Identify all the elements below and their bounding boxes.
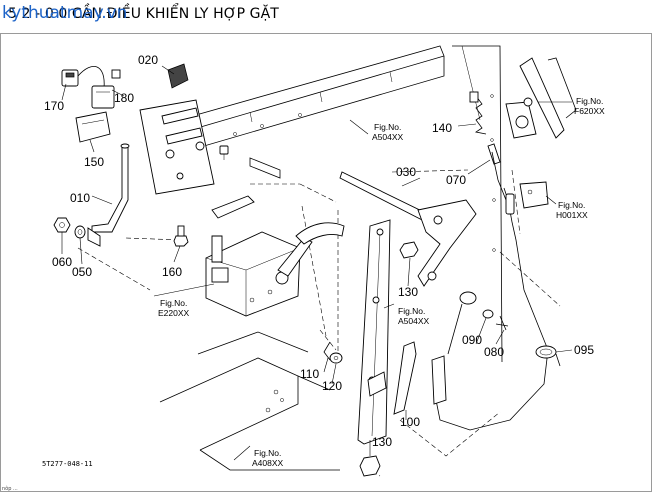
label-020: 020 bbox=[138, 53, 158, 67]
rod-010 bbox=[87, 143, 130, 247]
nut-130-upper bbox=[399, 241, 419, 259]
label-080: 080 bbox=[484, 345, 504, 359]
relay-180 bbox=[91, 69, 121, 109]
fig-ref-a408-title: Fig.No. bbox=[254, 448, 281, 458]
label-090: 090 bbox=[462, 333, 482, 347]
switch-bracket bbox=[205, 222, 345, 317]
fig-ref-a504-1-title: Fig.No. bbox=[374, 122, 401, 132]
watermark-logo: kythuatmay.vn bbox=[2, 3, 128, 23]
label-150: 150 bbox=[84, 155, 104, 169]
fig-refs: Fig.No. A504XX Fig.No. F620XX Fig.No. H0… bbox=[158, 96, 605, 468]
knob-020 bbox=[167, 63, 189, 89]
pin-110 bbox=[323, 341, 331, 361]
bracket-150 bbox=[75, 111, 111, 143]
fig-ref-h001-title: Fig.No. bbox=[558, 200, 585, 210]
shaft-030 bbox=[339, 171, 477, 287]
leader-lines bbox=[61, 65, 573, 461]
page-title: 5 2 - 0 0 CẦN ĐIỀU KHIỂN LY HỢP GẶT bbox=[8, 6, 279, 22]
fig-ref-a504-1-code: A504XX bbox=[372, 132, 404, 142]
washer-120 bbox=[329, 352, 343, 364]
drawing-code: 5T277-048-11 bbox=[42, 460, 93, 468]
label-130-upper: 130 bbox=[398, 285, 418, 299]
bolt-160 bbox=[173, 225, 189, 247]
washer-060 bbox=[53, 217, 71, 233]
label-060: 060 bbox=[52, 255, 72, 269]
label-160: 160 bbox=[162, 265, 182, 279]
label-010: 010 bbox=[70, 191, 90, 205]
fig-ref-e220-title: Fig.No. bbox=[160, 298, 187, 308]
label-050: 050 bbox=[72, 265, 92, 279]
label-180: 180 bbox=[114, 91, 134, 105]
fig-ref-h001-code: H001XX bbox=[556, 210, 588, 220]
label-030: 030 bbox=[396, 165, 416, 179]
fig-ref-a408-code: A408XX bbox=[252, 458, 284, 468]
fig-ref-e220-code: E220XX bbox=[158, 308, 190, 318]
lower-frame bbox=[159, 331, 340, 471]
label-170: 170 bbox=[44, 99, 64, 113]
label-120: 120 bbox=[322, 379, 342, 393]
clamp-095 bbox=[535, 345, 561, 367]
parts-diagram: 020 170 180 150 010 060 050 160 030 140 … bbox=[42, 45, 605, 477]
rod-end-090 bbox=[447, 291, 477, 355]
mount-plate bbox=[139, 99, 215, 195]
clevis-070 bbox=[487, 143, 507, 201]
footer-note: nôp ... bbox=[2, 486, 18, 492]
projection-lines bbox=[77, 169, 561, 477]
label-095: 095 bbox=[574, 343, 594, 357]
spring-140 bbox=[469, 91, 487, 135]
support-arm bbox=[211, 195, 255, 263]
washer-050 bbox=[74, 225, 86, 239]
lever-plate bbox=[357, 219, 391, 445]
label-100: 100 bbox=[400, 415, 420, 429]
pin-080 bbox=[495, 315, 509, 331]
label-110: 110 bbox=[300, 367, 319, 381]
bolt-small bbox=[219, 145, 229, 160]
bracket-H001 bbox=[519, 181, 549, 209]
arm-F620 bbox=[505, 57, 577, 139]
label-140: 140 bbox=[432, 121, 452, 135]
washer-090 bbox=[482, 309, 494, 319]
connector-170 bbox=[61, 66, 105, 89]
cable bbox=[431, 187, 549, 431]
fig-ref-f620-code: F620XX bbox=[574, 106, 605, 116]
bracket-100 bbox=[393, 341, 417, 415]
fig-ref-f620-title: Fig.No. bbox=[576, 96, 603, 106]
fig-ref-a504-2-code: A504XX bbox=[398, 316, 430, 326]
label-130-lower: 130 bbox=[372, 435, 392, 449]
header-bar: 5 2 - 0 0 CẦN ĐIỀU KHIỂN LY HỢP GẶT kyth… bbox=[0, 0, 652, 34]
fig-ref-a504-2-title: Fig.No. bbox=[398, 306, 425, 316]
label-070: 070 bbox=[446, 173, 466, 187]
part-labels: 020 170 180 150 010 060 050 160 030 140 … bbox=[44, 53, 594, 449]
nut-130-lower bbox=[359, 455, 381, 477]
